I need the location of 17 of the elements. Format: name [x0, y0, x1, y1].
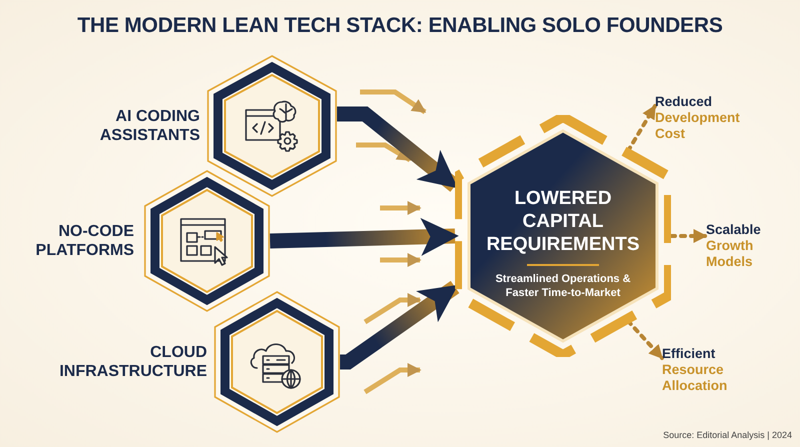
- source-note: Source: Editorial Analysis | 2024: [663, 430, 792, 440]
- title: THE MODERN LEAN TECH STACK: ENABLING SOLO FOUNDERS: [77, 14, 723, 38]
- flow-arrow: [340, 280, 460, 370]
- outcome-heading: Reduced: [655, 94, 714, 110]
- flow-arrow: [270, 218, 459, 256]
- outcome-heading: Scalable: [706, 222, 762, 238]
- outcome-arrow: [669, 229, 708, 243]
- outcome-text: Resource Allocation: [662, 362, 728, 394]
- outcome-arrow: [626, 319, 664, 360]
- outcome-text: Development Cost: [655, 110, 741, 142]
- category-label: CLOUD INFRASTRUCTURE: [58, 343, 207, 381]
- outcome-text: Growth Models: [706, 238, 754, 270]
- central-heading: LOWERED CAPITAL REQUIREMENTS: [485, 187, 641, 256]
- central-subtitle: Streamlined Operations & Faster Time-to-Market: [494, 272, 632, 300]
- outcome-heading: Efficient: [662, 346, 716, 362]
- category-label: AI CODING ASSISTANTS: [98, 107, 200, 145]
- category-label: NO-CODE PLATFORMS: [34, 222, 134, 260]
